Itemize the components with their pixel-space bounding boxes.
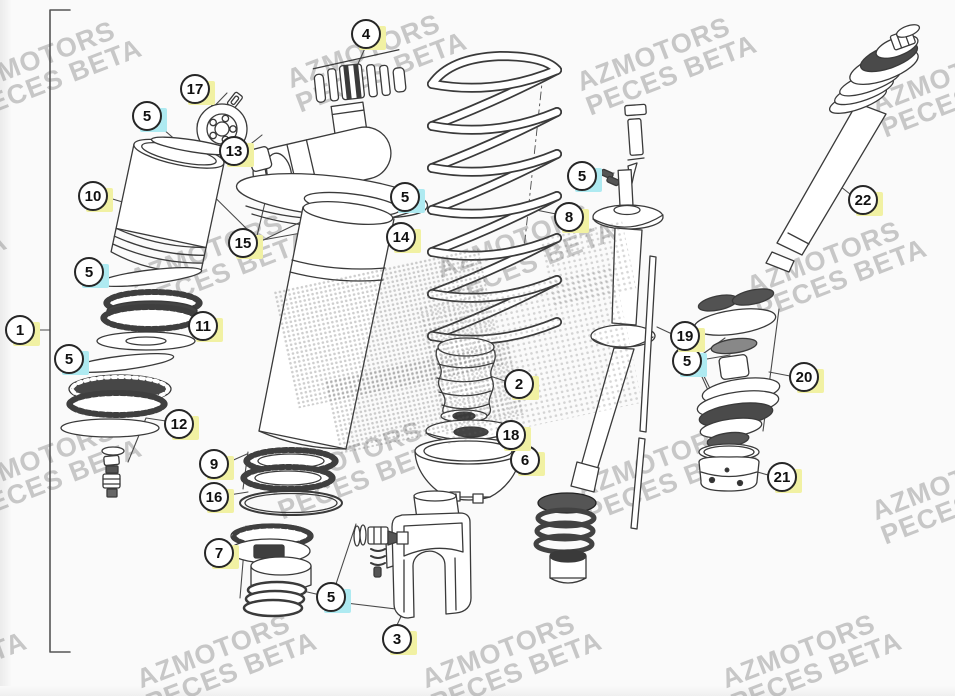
callout-number: 5 — [132, 101, 162, 131]
callout-number: 13 — [219, 136, 249, 166]
callout-number: 10 — [78, 181, 108, 211]
callout-part-17[interactable]: 17 — [180, 74, 215, 105]
callout-part-11[interactable]: 11 — [188, 311, 223, 342]
scan-edge-shade-left — [0, 0, 12, 696]
callout-number: 14 — [386, 222, 416, 252]
callout-part-5[interactable]: 5 — [567, 161, 602, 192]
callout-number: 3 — [382, 624, 412, 654]
callout-number: 12 — [164, 409, 194, 439]
callout-number: 8 — [554, 202, 584, 232]
callout-number: 5 — [54, 344, 84, 374]
callout-part-4[interactable]: 4 — [351, 19, 386, 50]
part-20-piston-stack-drawing — [693, 288, 781, 449]
callout-part-5[interactable]: 5 — [132, 101, 167, 132]
part-8-spring-drawing — [427, 51, 562, 345]
callout-number: 7 — [204, 538, 234, 568]
callout-part-10[interactable]: 10 — [78, 181, 113, 212]
callout-part-5[interactable]: 5 — [54, 344, 89, 375]
part-13-cap-assembly-drawing — [235, 101, 429, 227]
callout-part-21[interactable]: 21 — [767, 462, 802, 493]
callout-part-5[interactable]: 5 — [74, 257, 109, 288]
callout-number: 1 — [5, 315, 35, 345]
part-10-reservoir-drawing — [110, 138, 225, 273]
part-2-bump-rubber-drawing — [435, 337, 496, 423]
part-12-seal-stack-drawing — [60, 352, 175, 498]
scan-edge-shade-bottom — [0, 686, 955, 696]
callout-part-18[interactable]: 18 — [496, 420, 531, 451]
callout-number: 5 — [74, 257, 104, 287]
callout-number: 16 — [199, 482, 229, 512]
callout-part-5[interactable]: 5 — [316, 582, 351, 613]
callout-number: 20 — [789, 362, 819, 392]
callout-number: 5 — [390, 182, 420, 212]
part-5-adjuster-valve-drawing — [353, 524, 409, 578]
callout-part-20[interactable]: 20 — [789, 362, 824, 393]
part-16-o-ring-drawing — [239, 490, 343, 516]
callout-part-14[interactable]: 14 — [386, 222, 421, 253]
callout-part-5[interactable]: 5 — [390, 182, 425, 213]
part-14-main-body-drawing — [258, 191, 401, 450]
part-22-shaft-drawing — [765, 24, 921, 273]
callout-part-15[interactable]: 15 — [228, 228, 263, 259]
callout-number: 21 — [767, 462, 797, 492]
callout-part-13[interactable]: 13 — [219, 136, 254, 167]
part-3-clevis-drawing — [385, 490, 472, 619]
callout-part-19[interactable]: 19 — [670, 321, 705, 352]
callout-part-2[interactable]: 2 — [504, 369, 539, 400]
callout-number: 5 — [316, 582, 346, 612]
part-5-springs-drawing — [242, 580, 308, 618]
callout-part-7[interactable]: 7 — [204, 538, 239, 569]
callout-number: 2 — [504, 369, 534, 399]
part-4-bushing-kit-drawing — [312, 49, 407, 103]
callout-number: 5 — [567, 161, 597, 191]
callout-number: 19 — [670, 321, 700, 351]
group-bracket — [49, 9, 71, 653]
part-6-spring-cup-drawing — [414, 437, 522, 504]
callout-number: 15 — [228, 228, 258, 258]
callout-number: 11 — [188, 311, 218, 341]
callout-number: 4 — [351, 19, 381, 49]
part-9-piston-rings-drawing — [240, 447, 339, 492]
callout-part-16[interactable]: 16 — [199, 482, 234, 513]
part-21-adjuster-body-drawing — [698, 443, 760, 492]
callout-part-12[interactable]: 12 — [164, 409, 199, 440]
callout-number: 18 — [496, 420, 526, 450]
callout-part-9[interactable]: 9 — [199, 449, 234, 480]
part-19-rebound-rod-drawing — [630, 255, 657, 530]
callout-number: 9 — [199, 449, 229, 479]
callout-part-1[interactable]: 1 — [5, 315, 40, 346]
callout-part-8[interactable]: 8 — [554, 202, 589, 233]
callout-part-3[interactable]: 3 — [382, 624, 417, 655]
callout-number: 22 — [848, 185, 878, 215]
callout-part-22[interactable]: 22 — [848, 185, 883, 216]
callout-number: 17 — [180, 74, 210, 104]
